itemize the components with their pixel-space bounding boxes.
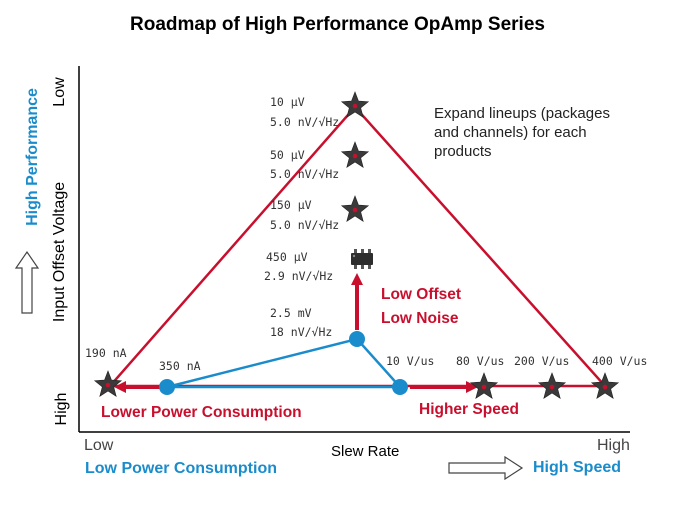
spec-4-offset: 450 μV <box>266 250 308 264</box>
speed-label-10: 10 V/us <box>386 354 435 368</box>
high-speed-label: High Speed <box>533 459 622 476</box>
current-label-190na: 190 nA <box>85 346 127 360</box>
y-top-label: Low <box>51 77 68 107</box>
high-performance-label: High Performance <box>24 88 41 226</box>
blue-dot-2-5mv <box>349 331 365 347</box>
spec-1-noise: 5.0 nV/√Hz <box>270 115 340 129</box>
spec-5-offset: 2.5 mV <box>270 306 312 320</box>
opamp-chip-icon <box>351 249 373 269</box>
star-200vus-center <box>549 384 555 390</box>
expand-note-line-2: and channels) for each <box>434 124 587 141</box>
low-power-consumption-label: Low Power Consumption <box>85 460 277 477</box>
star-190na-center <box>105 382 111 388</box>
x-right-label: High <box>597 437 630 454</box>
blue-dot-10vus <box>392 379 408 395</box>
star-80vus-center <box>481 384 487 390</box>
speed-label-80: 80 V/us <box>456 354 505 368</box>
low-offset-arrow-head <box>351 273 363 285</box>
y-axis-title: Input Offset Voltage <box>51 181 68 323</box>
high-speed-arrow <box>448 455 524 481</box>
higher-speed-label: Higher Speed <box>419 401 519 418</box>
speed-label-200: 200 V/us <box>514 354 570 368</box>
spec-5-noise: 18 nV/√Hz <box>270 325 333 339</box>
spec-3-noise: 5.0 nV/√Hz <box>270 218 340 232</box>
lower-power-arrow-head <box>114 381 126 393</box>
expand-note-line-3: products <box>434 143 492 160</box>
higher-speed-arrow-head <box>466 381 478 393</box>
spec-4-noise: 2.9 nV/√Hz <box>264 269 334 283</box>
page-title: Roadmap of High Performance OpAmp Series <box>130 14 545 35</box>
y-bottom-label: High <box>53 392 70 426</box>
speed-label-400: 400 V/us <box>592 354 648 368</box>
low-offset-label: Low Offset <box>381 286 462 303</box>
lower-power-consumption-label: Lower Power Consumption <box>101 404 302 421</box>
expand-note-line-1: Expand lineups (packages <box>434 105 610 122</box>
star-400vus-center <box>602 384 608 390</box>
low-noise-label: Low Noise <box>381 310 459 327</box>
spec-3-offset: 150 μV <box>270 198 312 212</box>
x-axis-title: Slew Rate <box>331 443 400 460</box>
x-left-label: Low <box>84 437 114 454</box>
high-performance-arrow <box>14 250 40 314</box>
spec-2-noise: 5.0 nV/√Hz <box>270 167 340 181</box>
spec-1-offset: 10 μV <box>270 95 305 109</box>
spec-2-offset: 50 μV <box>270 148 305 162</box>
star-150uv-center <box>352 207 358 213</box>
expand-lineups-note: Expand lineups (packages and channels) f… <box>434 104 610 161</box>
star-50uv-center <box>352 153 358 159</box>
blue-dot-350na <box>159 379 175 395</box>
blue-path-upper <box>166 337 401 389</box>
star-10uv-center <box>352 103 358 109</box>
current-label-350na: 350 nA <box>159 359 201 373</box>
